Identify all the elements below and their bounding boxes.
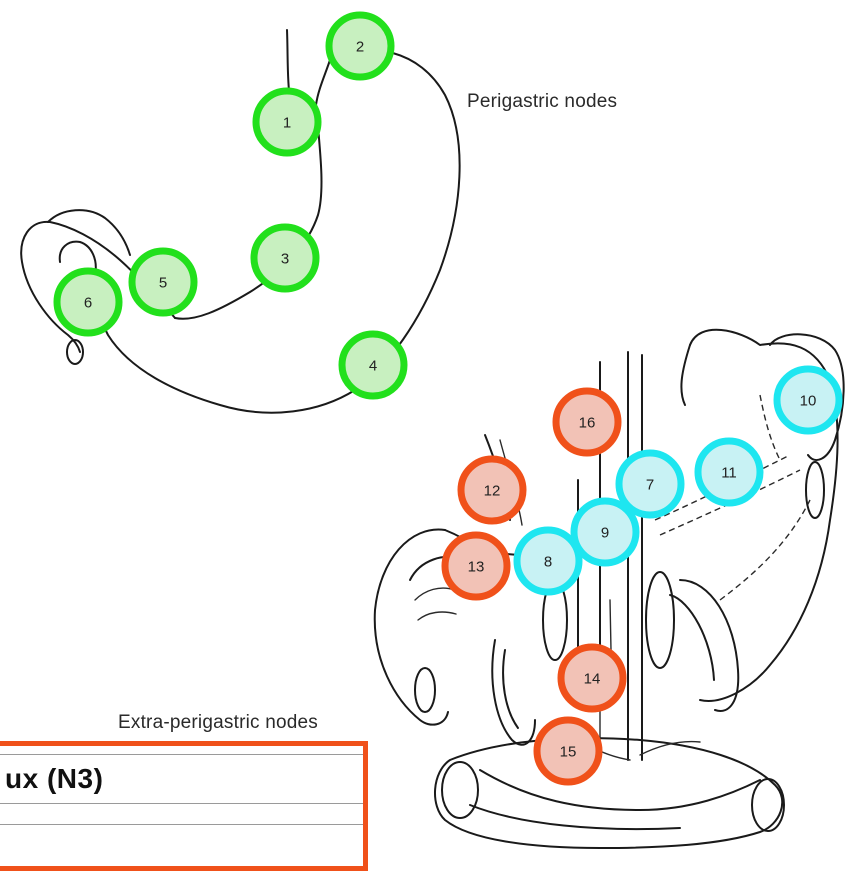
node-8-number: 8: [544, 554, 552, 571]
node-13-ring: [441, 531, 511, 601]
node-7-ring: [615, 449, 685, 519]
abdominal-anatomy: [373, 328, 845, 849]
node-9: 9: [570, 497, 640, 567]
node-16-ring: [552, 387, 622, 457]
node-16: 16: [552, 387, 622, 457]
node-9-ring: [570, 497, 640, 567]
node-4-number: 4: [369, 358, 377, 375]
node-14-ring: [557, 643, 627, 713]
node-15: 15: [533, 716, 603, 786]
node-2-ring: [325, 11, 395, 81]
node-2-number: 2: [356, 39, 364, 56]
node-1-number: 1: [283, 115, 291, 132]
node-13-number: 13: [468, 559, 485, 576]
node-13: 13: [441, 531, 511, 601]
node-12: 12: [457, 455, 527, 525]
node-10: 10: [773, 365, 843, 435]
node-3-number: 3: [281, 251, 289, 268]
node-3-ring: [250, 223, 320, 293]
extra-perigastric-nodes-label: Extra-perigastric nodes: [118, 712, 318, 733]
node-16-number: 16: [579, 415, 596, 432]
node-9-number: 9: [601, 525, 609, 542]
node-1: 1: [252, 87, 322, 157]
node-6-number: 6: [84, 295, 92, 312]
node-5: 5: [128, 247, 198, 317]
node-14: 14: [557, 643, 627, 713]
node-11: 11: [694, 437, 764, 507]
node-7-number: 7: [646, 477, 654, 494]
node-4: 4: [338, 330, 408, 400]
node-10-number: 10: [800, 393, 817, 410]
legend-row: ux (N3): [0, 754, 363, 804]
perigastric-nodes-label: Perigastric nodes: [467, 91, 618, 112]
node-15-ring: [533, 716, 603, 786]
node-14-number: 14: [584, 671, 601, 688]
node-15-number: 15: [560, 744, 577, 761]
legend-text: ux (N3): [5, 763, 104, 794]
node-5-ring: [128, 247, 198, 317]
node-12-ring: [457, 455, 527, 525]
node-5-number: 5: [159, 275, 167, 292]
node-6: 6: [53, 267, 123, 337]
node-11-number: 11: [721, 465, 737, 482]
node-8-ring: [513, 526, 583, 596]
node-12-number: 12: [484, 483, 501, 500]
node-11-ring: [694, 437, 764, 507]
node-8: 8: [513, 526, 583, 596]
node-7: 7: [615, 449, 685, 519]
node-4-ring: [338, 330, 408, 400]
node-3: 3: [250, 223, 320, 293]
legend-box: ux (N3): [0, 741, 368, 871]
node-10-ring: [773, 365, 843, 435]
node-6-ring: [53, 267, 123, 337]
node-2: 2: [325, 11, 395, 81]
node-1-ring: [252, 87, 322, 157]
legend-row-divider: [0, 824, 363, 845]
